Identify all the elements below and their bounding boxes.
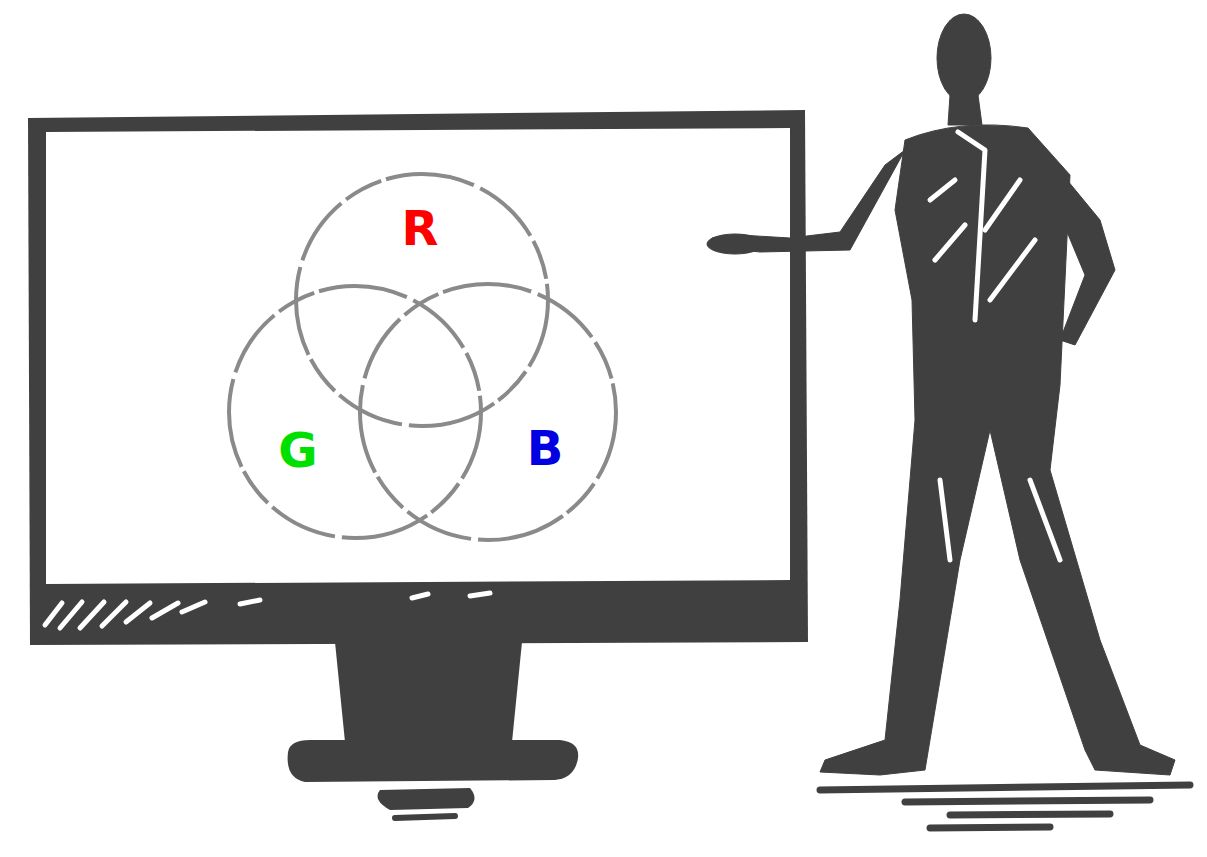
circle-outline xyxy=(358,282,618,542)
venn-circle: G xyxy=(227,284,483,540)
color-letter: G xyxy=(278,426,317,474)
circle-stroke xyxy=(360,284,616,540)
color-letter: B xyxy=(527,424,564,472)
circle-outline xyxy=(227,284,483,540)
circle-stroke xyxy=(229,286,481,538)
monitor xyxy=(28,110,808,818)
venn-circle: B xyxy=(358,282,618,542)
color-letter: R xyxy=(402,204,439,252)
presenter-figure xyxy=(707,14,1175,775)
floor-shadow xyxy=(820,785,1190,828)
